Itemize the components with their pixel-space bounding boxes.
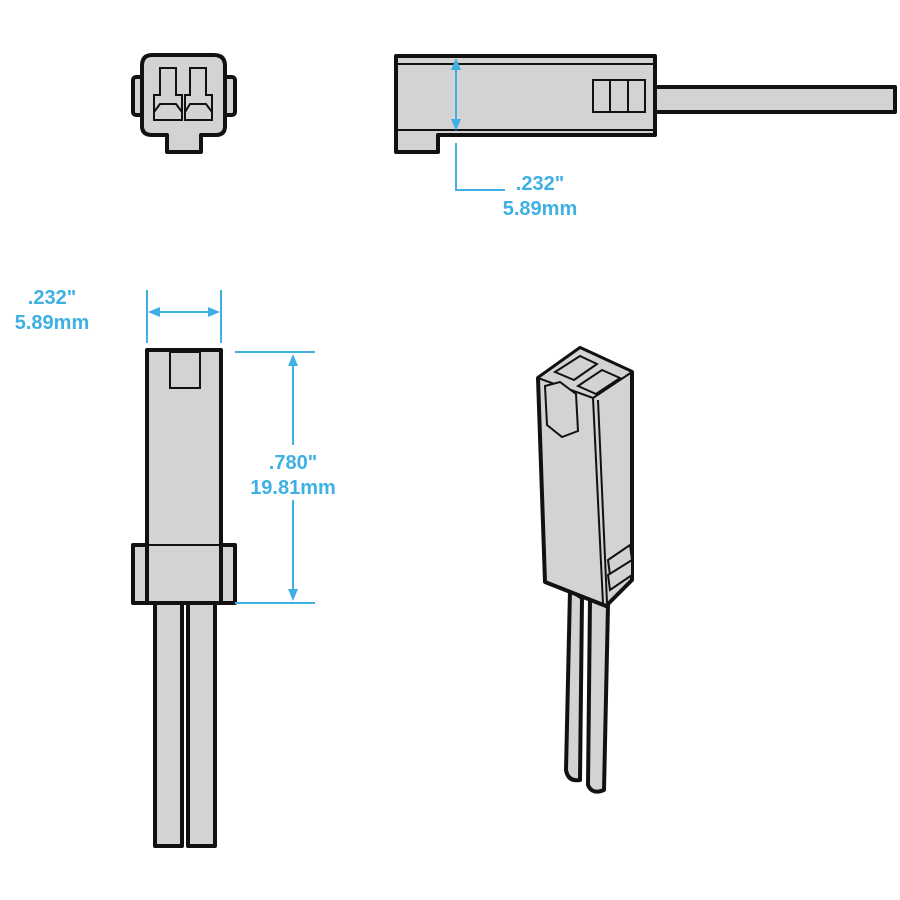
top-width-mm: 5.89mm: [15, 312, 90, 334]
side-height-inch: .232": [516, 173, 564, 195]
top-view: [131, 290, 315, 848]
side-view: [394, 54, 897, 191]
length-inch: .780": [269, 452, 317, 474]
top-width-inch: .232": [28, 287, 76, 309]
length-mm: 19.81mm: [250, 477, 336, 499]
isometric-view: [535, 346, 635, 794]
front-view: [131, 53, 237, 154]
side-height-mm: 5.89mm: [503, 198, 578, 220]
